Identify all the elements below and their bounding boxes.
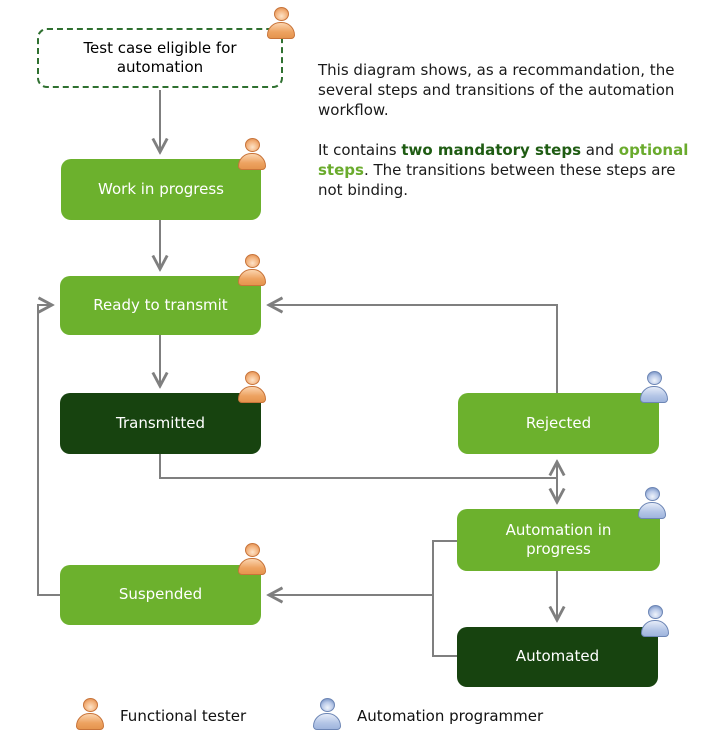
node-test-case-eligible: Test case eligible for automation <box>37 28 283 88</box>
functional-tester-icon <box>237 138 267 172</box>
functional-tester-icon <box>237 543 267 577</box>
legend-automation-programmer-label: Automation programmer <box>357 707 544 725</box>
automation-programmer-icon <box>639 371 669 405</box>
connector-transmitted-elbow <box>159 454 557 479</box>
functional-tester-icon <box>75 698 105 732</box>
node-label: Work in progress <box>98 179 224 198</box>
automation-programmer-icon <box>312 698 342 732</box>
node-label: Ready to transmit <box>93 295 228 314</box>
note-p2-between: and <box>581 141 619 159</box>
node-rejected: Rejected <box>458 393 659 454</box>
functional-tester-icon <box>237 254 267 288</box>
person-head <box>244 138 260 152</box>
legend-functional-tester-label: Functional tester <box>120 707 247 725</box>
note-paragraph-1: This diagram shows, as a recommandation,… <box>318 61 675 119</box>
person-head <box>646 371 662 385</box>
node-automated: Automated <box>457 627 658 687</box>
node-label: Suspended <box>118 585 203 604</box>
node-label: Automation in progress <box>505 520 612 559</box>
person-head <box>319 698 335 712</box>
node-ready-to-transmit: Ready to transmit <box>60 276 261 335</box>
note-paragraph-2: It contains two mandatory steps and opti… <box>318 140 696 200</box>
person-head <box>244 371 260 385</box>
node-transmitted: Transmitted <box>60 393 261 454</box>
functional-tester-icon <box>266 7 296 41</box>
person-head <box>644 487 660 501</box>
person-head <box>244 254 260 268</box>
note-p2-before: It contains <box>318 141 402 159</box>
node-suspended: Suspended <box>60 565 261 625</box>
person-body <box>640 386 668 403</box>
functional-tester-icon <box>237 371 267 405</box>
arrow-rejected-to-ready <box>269 305 558 393</box>
arrow-suspended-to-ready <box>37 305 60 596</box>
person-head <box>647 605 663 619</box>
person-head <box>82 698 98 712</box>
person-head <box>273 7 289 21</box>
person-body <box>267 22 295 39</box>
automation-programmer-icon <box>640 605 670 639</box>
person-body <box>641 620 669 637</box>
person-body <box>76 713 104 730</box>
node-label: Automated <box>515 647 600 666</box>
node-label: Test case eligible for automation <box>83 38 237 77</box>
person-body <box>238 558 266 575</box>
person-body <box>313 713 341 730</box>
note-mandatory-steps-em: two mandatory steps <box>401 141 581 159</box>
note-optional-steps-em: optional steps <box>318 141 689 179</box>
person-body <box>238 153 266 170</box>
node-label: Transmitted <box>116 413 205 432</box>
automation-programmer-icon <box>637 487 667 521</box>
note-p2-after: . The transitions between these steps ar… <box>318 161 676 199</box>
connector-automation-automated-elbow <box>432 540 457 657</box>
person-body <box>238 269 266 286</box>
description-note: This diagram shows, as a recommandation,… <box>318 60 696 220</box>
node-automation-in-progress: Automation in progress <box>457 509 660 571</box>
person-body <box>638 502 666 519</box>
person-head <box>244 543 260 557</box>
person-body <box>238 386 266 403</box>
node-label: Rejected <box>525 413 592 432</box>
node-work-in-progress: Work in progress <box>61 159 261 220</box>
